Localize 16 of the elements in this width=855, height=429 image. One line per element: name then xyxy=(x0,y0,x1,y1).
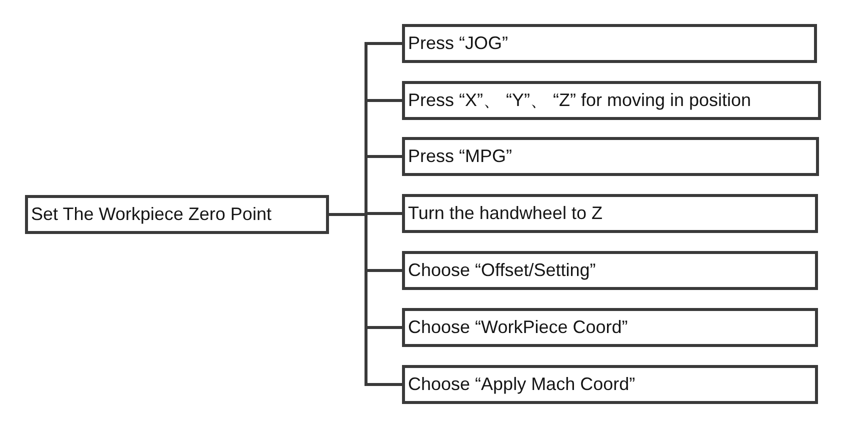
process-box xyxy=(402,194,818,233)
process-box xyxy=(402,365,818,404)
process-box xyxy=(25,195,329,234)
step-text: Set The Workpiece Zero Point xyxy=(31,203,272,225)
process-box xyxy=(402,251,818,290)
step-text: Choose “Offset/Setting” xyxy=(408,259,596,281)
process-box xyxy=(402,137,819,176)
step-text: Choose “WorkPiece Coord” xyxy=(408,316,628,338)
step-text: Press “MPG” xyxy=(408,145,512,167)
process-box xyxy=(402,308,818,347)
step-text: Turn the handwheel to Z xyxy=(408,202,602,224)
process-box xyxy=(402,24,817,63)
step-text: Choose “Apply Mach Coord” xyxy=(408,373,636,395)
process-box xyxy=(402,81,821,120)
step-text: Press “X”、 “Y”、 “Z” for moving in position xyxy=(408,89,752,111)
step-text: Press “JOG” xyxy=(408,32,508,54)
